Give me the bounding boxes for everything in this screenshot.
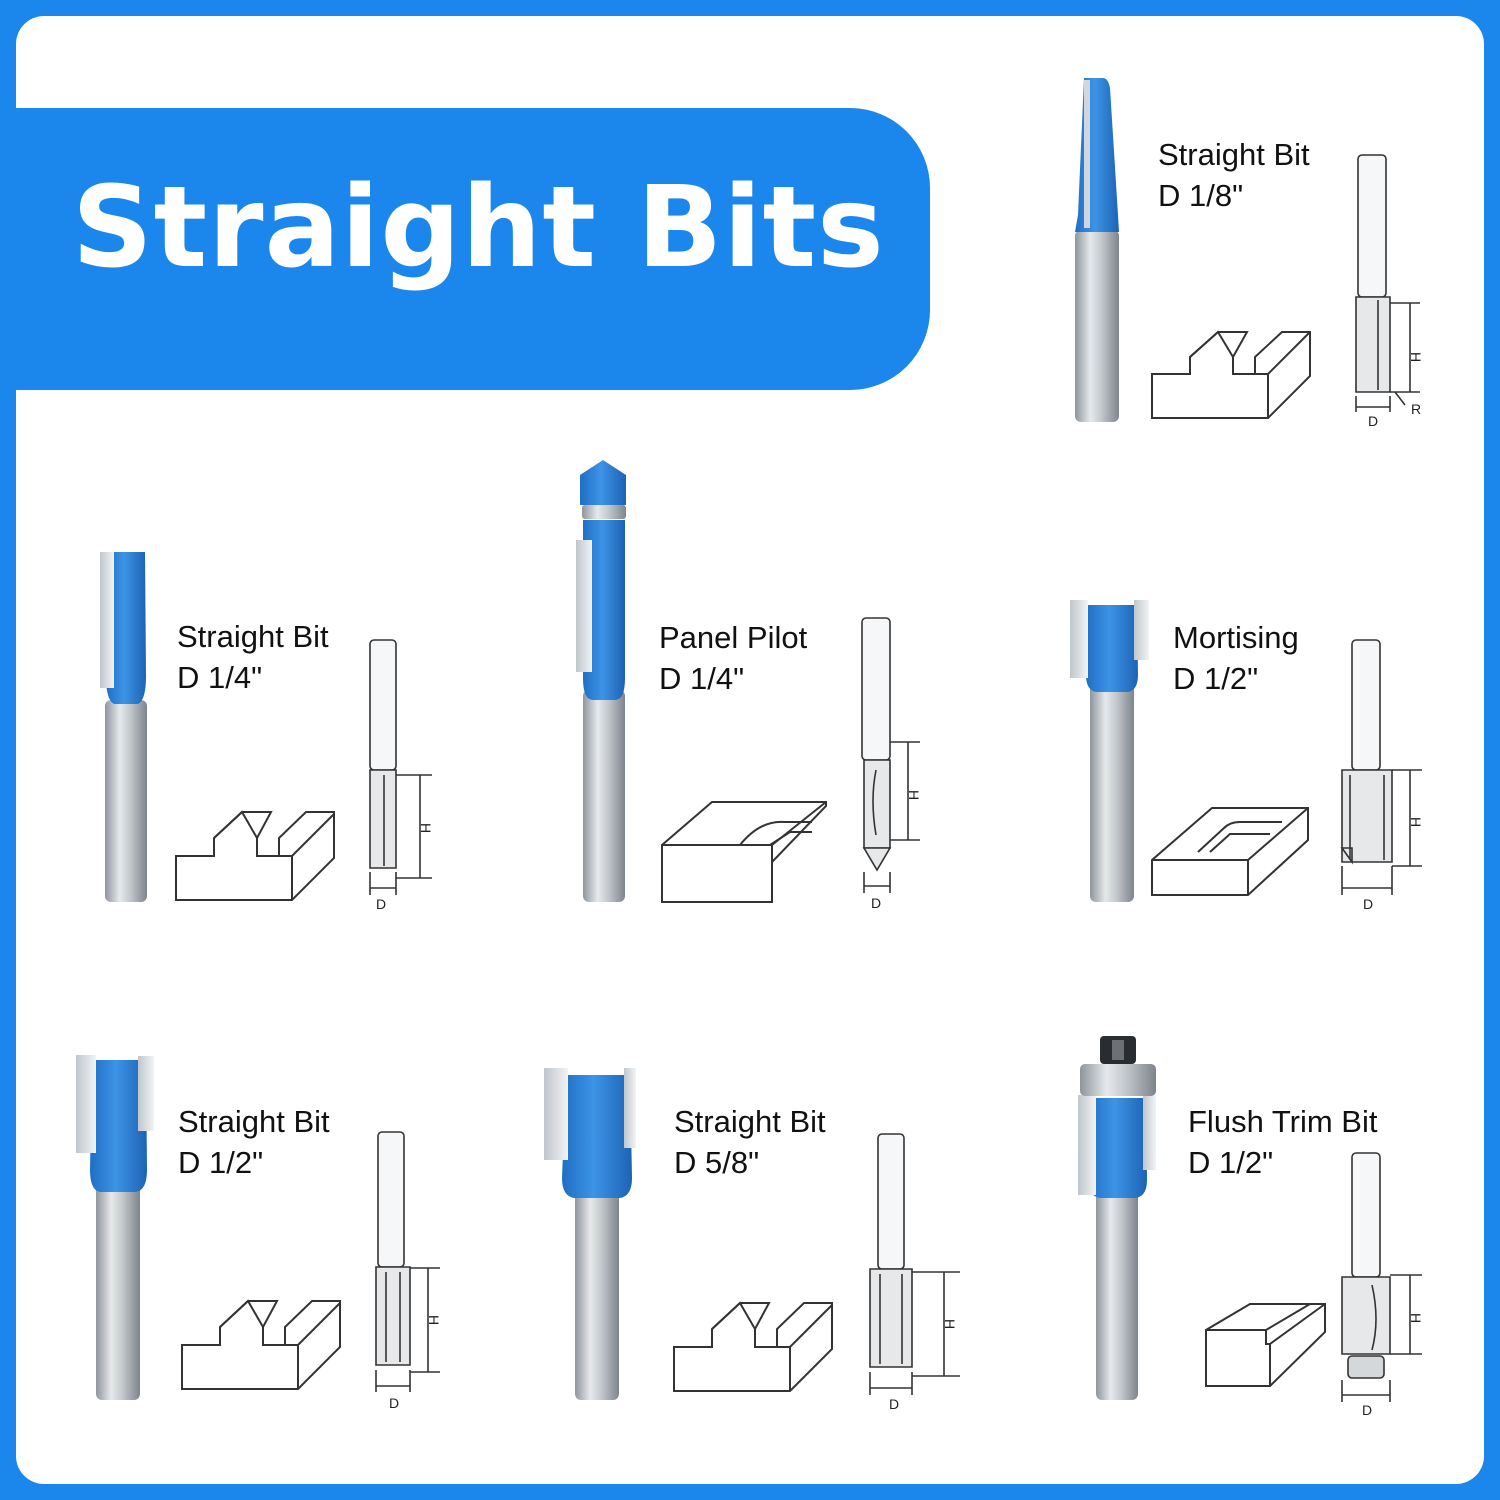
- bit-photo-4: [1070, 600, 1149, 902]
- groove-block-icon-5: [181, 1299, 341, 1390]
- dim-height-label-1: H: [1408, 352, 1424, 362]
- dim-height-label-7: H: [1408, 1313, 1424, 1323]
- dim-diameter-label-3: D: [871, 895, 881, 911]
- dim-diameter-label-4: D: [1363, 896, 1373, 912]
- dimension-diagram-2: [369, 639, 432, 895]
- dim-radius-label-1: R: [1411, 401, 1421, 417]
- dim-diameter-label-6: D: [889, 1396, 899, 1412]
- bit-name-6: Straight Bit: [674, 1104, 826, 1139]
- dim-height-label-4: H: [1408, 817, 1424, 827]
- dimension-diagram-7: [1341, 1152, 1422, 1402]
- bit-photo-1: [1075, 78, 1119, 422]
- bit-label-4: Mortising D 1/2": [1173, 617, 1299, 699]
- bit-label-1: Straight Bit D 1/8": [1158, 134, 1310, 216]
- bit-name-7: Flush Trim Bit: [1188, 1104, 1378, 1139]
- bit-size-5: D 1/2": [178, 1145, 264, 1180]
- bit-photo-5: [76, 1055, 154, 1400]
- bit-size-4: D 1/2": [1173, 661, 1259, 696]
- bit-name-4: Mortising: [1173, 620, 1299, 655]
- dim-height-label-6: H: [942, 1319, 958, 1329]
- dimension-diagram-3: [861, 617, 920, 893]
- groove-block-icon-1: [1151, 330, 1311, 419]
- bit-size-6: D 5/8": [674, 1145, 760, 1180]
- pilot-cut-block-icon: [661, 801, 827, 903]
- bit-photo-3: [576, 460, 626, 902]
- groove-block-icon-6: [673, 1301, 833, 1392]
- bit-size-7: D 1/2": [1188, 1145, 1274, 1180]
- dim-diameter-label-7: D: [1362, 1402, 1372, 1418]
- bit-label-2: Straight Bit D 1/4": [177, 616, 329, 698]
- bit-name-1: Straight Bit: [1158, 137, 1310, 172]
- bit-size-3: D 1/4": [659, 661, 745, 696]
- dim-height-label-3: H: [906, 790, 922, 800]
- dim-height-label-5: H: [426, 1315, 442, 1325]
- dim-diameter-label-5: D: [389, 1395, 399, 1411]
- dim-height-label-2: H: [418, 823, 434, 833]
- bit-size-2: D 1/4": [177, 660, 263, 695]
- bit-photo-7: [1078, 1036, 1156, 1400]
- dimension-diagram-4: [1340, 639, 1422, 895]
- title-banner: [16, 108, 930, 390]
- dim-diameter-label-2: D: [376, 896, 386, 912]
- bit-name-2: Straight Bit: [177, 619, 329, 654]
- dim-diameter-label-1: D: [1368, 413, 1378, 429]
- page-title: Straight Bits: [72, 163, 885, 293]
- rabbet-block-icon: [1205, 1303, 1326, 1387]
- bit-photo-6: [544, 1068, 636, 1400]
- dimension-diagram-1: [1355, 154, 1420, 412]
- bit-label-5: Straight Bit D 1/2": [178, 1101, 330, 1183]
- bit-name-5: Straight Bit: [178, 1104, 330, 1139]
- groove-block-icon-2: [175, 810, 335, 901]
- bit-label-6: Straight Bit D 5/8": [674, 1101, 826, 1183]
- dimension-diagram-6: [869, 1133, 960, 1395]
- bit-label-3: Panel Pilot D 1/4": [659, 617, 807, 699]
- bit-name-3: Panel Pilot: [659, 620, 808, 655]
- bit-photo-2: [100, 552, 147, 902]
- bit-size-1: D 1/8": [1158, 178, 1244, 213]
- dimension-diagram-5: [375, 1131, 440, 1392]
- bit-label-7: Flush Trim Bit D 1/2": [1188, 1101, 1377, 1183]
- mortise-block-icon: [1151, 807, 1309, 896]
